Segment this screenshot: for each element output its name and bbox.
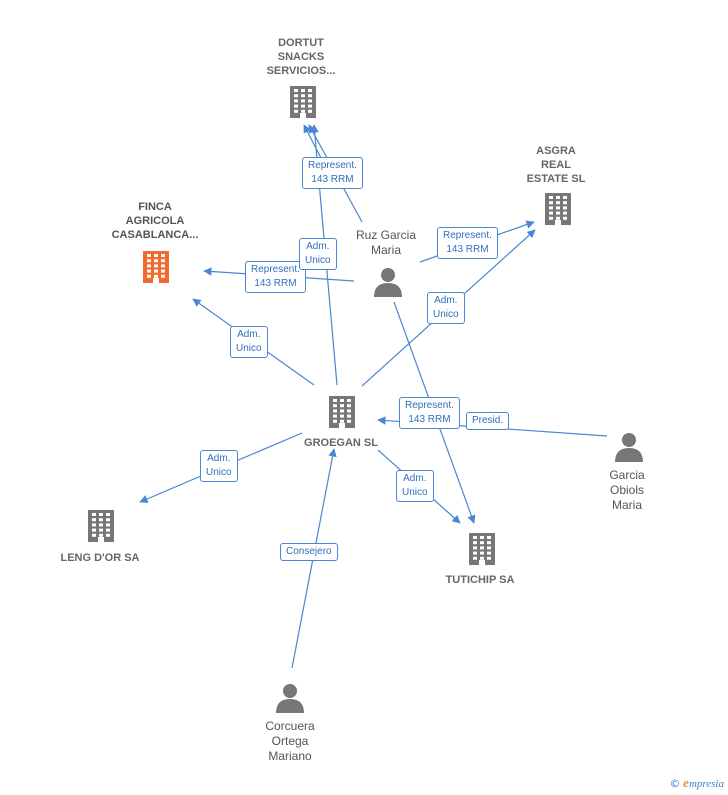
building-icon-dortut[interactable] <box>290 86 316 118</box>
edge-label-groegan-lengdor[interactable]: Adm. Unico <box>200 450 238 482</box>
node-label-finca[interactable]: FINCA AGRICOLA CASABLANCA... <box>111 201 199 241</box>
node-label-lengdor[interactable]: LENG D'OR SA <box>60 552 140 564</box>
person-icon-garcia[interactable] <box>615 433 643 462</box>
edge-label-ruz-finca[interactable]: Represent. 143 RRM <box>245 261 306 293</box>
brand-initial: e <box>683 775 689 790</box>
copyright-symbol: © <box>669 777 681 790</box>
node-label-asgra[interactable]: ASGRA REAL ESTATE SL <box>526 145 586 185</box>
building-icon-lengdor[interactable] <box>88 510 114 542</box>
person-icon-corcuera[interactable] <box>276 684 304 713</box>
building-icon-asgra[interactable] <box>545 193 571 225</box>
edge-label-corcuera-groegan[interactable]: Consejero <box>280 543 338 561</box>
node-label-corcuera[interactable]: Corcuera Ortega Mariano <box>265 719 315 763</box>
node-label-groegan[interactable]: GROEGAN SL <box>304 437 378 449</box>
node-label-tutichip[interactable]: TUTICHIP SA <box>445 574 515 586</box>
edge-label-garcia-groegan-rep[interactable]: Represent. 143 RRM <box>399 397 460 429</box>
brand-name: mpresia <box>688 778 724 790</box>
edge-label-groegan-tutichip[interactable]: Adm. Unico <box>396 470 434 502</box>
edge-dortut-second-arrow <box>303 124 323 161</box>
edge-label-ruz-dortut[interactable]: Represent. 143 RRM <box>302 157 363 189</box>
edge-label-groegan-finca[interactable]: Adm. Unico <box>230 326 268 358</box>
edge-label-ruz-asgra[interactable]: Represent. 143 RRM <box>437 227 498 259</box>
node-label-garcia[interactable]: Garcia Obiols Maria <box>609 468 645 512</box>
building-icon-finca[interactable] <box>143 251 169 283</box>
edge-label-groegan-dortut[interactable]: Adm. Unico <box>299 238 337 270</box>
edge-label-groegan-asgra[interactable]: Adm. Unico <box>427 292 465 324</box>
node-label-ruz[interactable]: Ruz Garcia Maria <box>355 228 417 257</box>
person-icon-ruz[interactable] <box>374 268 402 297</box>
edge-label-garcia-groegan-pres[interactable]: Presid. <box>466 412 510 430</box>
node-label-dortut[interactable]: DORTUT SNACKS SERVICIOS... <box>266 37 336 77</box>
building-icon-tutichip[interactable] <box>469 533 495 565</box>
node-icons <box>88 86 643 713</box>
building-icon-groegan[interactable] <box>329 396 355 428</box>
empresia-watermark: © empresia <box>669 775 724 791</box>
